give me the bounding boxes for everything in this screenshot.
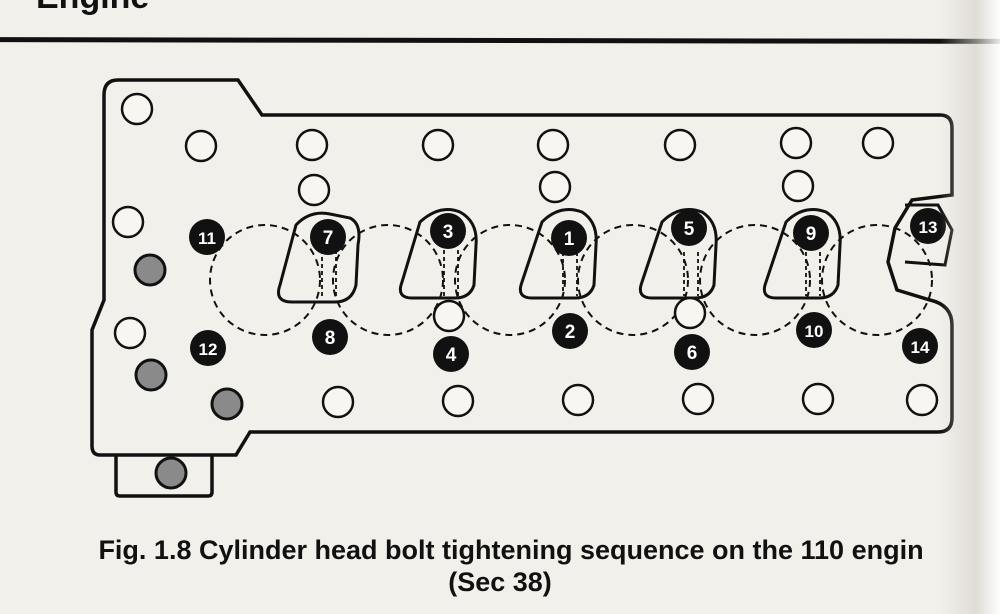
bolt-label-7: 7 (323, 228, 334, 249)
hole-open (801, 382, 835, 416)
bolt-label-9: 9 (806, 224, 817, 245)
bolt-label-1: 1 (564, 229, 575, 250)
hole-open (861, 126, 895, 160)
section-title: Engine (36, 0, 149, 17)
bolt-marker-14 (902, 328, 938, 364)
hole-open (561, 383, 595, 417)
hole-open (779, 126, 813, 160)
hole-open (441, 384, 475, 418)
hole-open (321, 385, 355, 419)
bolt-marker-1 (551, 220, 587, 256)
bolt-marker-4 (433, 336, 469, 372)
bore-1 (209, 224, 321, 336)
bolt-label-8: 8 (325, 328, 336, 349)
bolt-label-5: 5 (684, 219, 695, 240)
hole-open (781, 169, 815, 203)
chamber-2 (398, 208, 478, 300)
bolt-marker-12 (190, 330, 226, 366)
valve-arcs (321, 250, 821, 298)
chamber-1 (277, 211, 361, 304)
bolt-marker-11 (189, 219, 225, 255)
hole-open (538, 170, 572, 204)
hole-open (297, 173, 331, 207)
page-header: Engine (0, 0, 1000, 60)
dowel-hole (210, 387, 244, 421)
bolt-marker-13 (910, 208, 946, 244)
bolt-label-13: 13 (919, 218, 938, 237)
bore-5 (699, 224, 811, 336)
bolt-label-6: 6 (687, 343, 698, 364)
bolt-label-12: 12 (199, 340, 218, 359)
bolt-marker-3 (430, 213, 466, 249)
figure-caption: Fig. 1.8 Cylinder head bolt tightening s… (0, 534, 1000, 598)
hole-open (681, 382, 715, 416)
bore-3 (454, 224, 566, 336)
bolt-label-11: 11 (198, 229, 216, 248)
chamber-5 (762, 208, 842, 300)
cylinder-head-diagram: 1 2 3 4 5 6 7 8 9 10 11 12 13 14 (90, 78, 954, 498)
caption-line-1: Fig. 1.8 Cylinder head bolt tightening s… (98, 535, 924, 565)
hole-open (905, 383, 939, 417)
bore-2 (332, 224, 444, 336)
shaded-holes (133, 253, 244, 490)
bolt-marker-8 (312, 319, 348, 355)
combustion-chambers (277, 208, 842, 304)
dowel-hole (154, 456, 188, 490)
chamber-3 (518, 208, 598, 300)
dowel-hole (134, 358, 168, 392)
hole-open (663, 128, 697, 162)
bolt-marker-6 (674, 334, 710, 370)
bore-6 (821, 224, 933, 336)
hole-open (295, 128, 329, 162)
bolt-marker-7 (310, 219, 346, 255)
bolt-marker-9 (793, 215, 829, 251)
hole-open (111, 205, 145, 239)
bolt-label-3: 3 (443, 222, 454, 243)
bolt-marker-5 (671, 210, 707, 246)
dowel-hole (133, 253, 167, 287)
hole-open (673, 296, 707, 330)
chamber-4 (638, 208, 718, 300)
hole-open (536, 128, 570, 162)
hole-open (113, 316, 147, 350)
hole-open (184, 129, 218, 163)
bore-4 (577, 224, 689, 336)
bolt-label-10: 10 (805, 322, 824, 341)
bolt-marker-2 (552, 313, 588, 349)
open-holes (111, 92, 939, 419)
bolt-marker-10 (796, 312, 832, 348)
hole-open (421, 128, 455, 162)
bolt-markers (189, 208, 946, 372)
head-lower-tab (114, 455, 214, 498)
hole-open (432, 299, 466, 333)
caption-line-2: (Sec 38) (448, 567, 552, 597)
bolt-label-14: 14 (911, 338, 930, 357)
hole-open (120, 92, 154, 126)
bolt-label-4: 4 (446, 345, 457, 366)
cylinder-bores (209, 224, 933, 336)
bolt-label-2: 2 (565, 322, 576, 343)
